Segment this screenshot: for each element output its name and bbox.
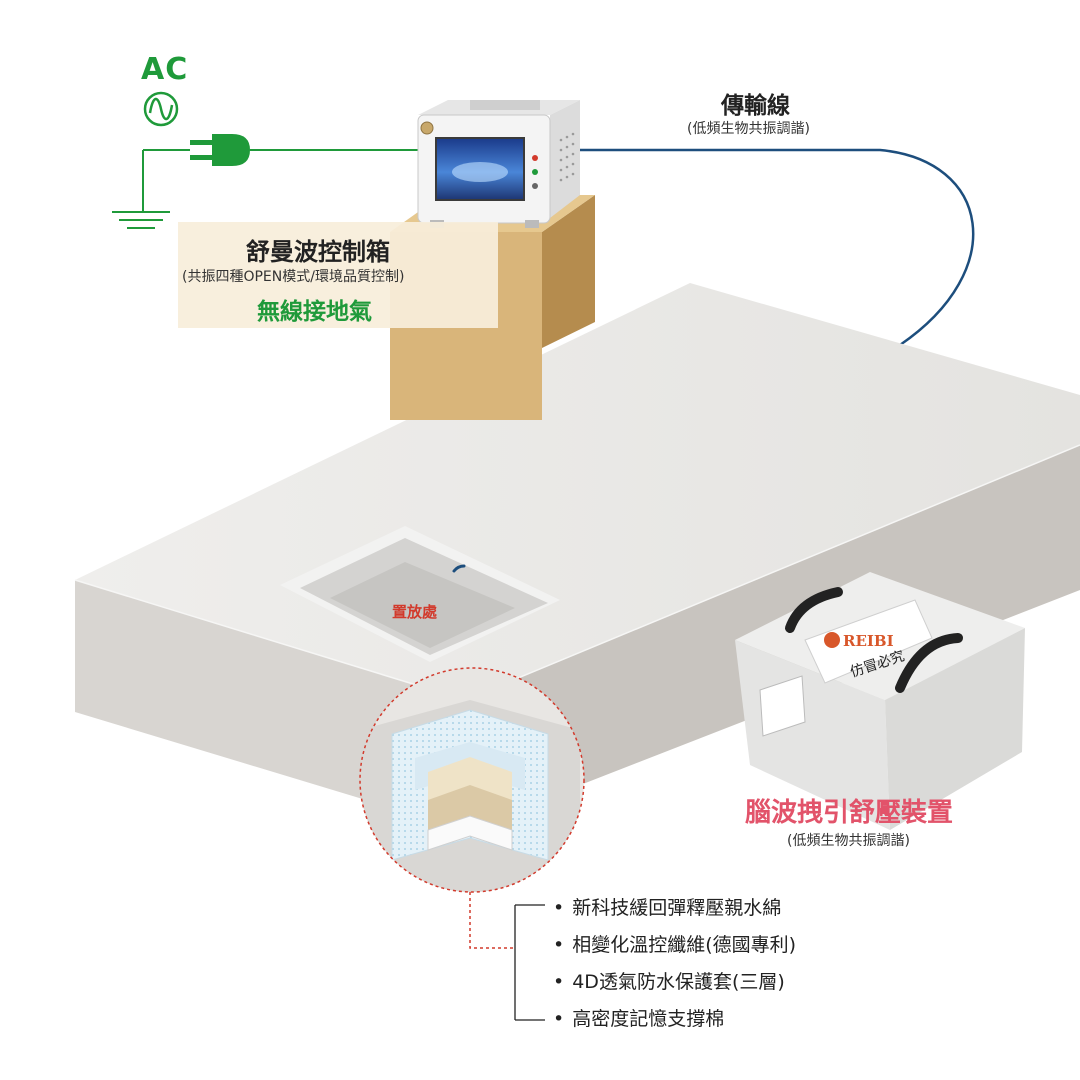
control-box-title: 舒曼波控制箱 — [246, 238, 390, 266]
device-subtitle: (低頻生物共振調諧) — [787, 833, 910, 849]
control-box-subtitle: (共振四種OPEN模式/環境品質控制) — [182, 269, 405, 285]
transmission-cable — [578, 148, 975, 347]
device-title: 腦波拽引舒壓裝置 — [745, 798, 954, 828]
stress-relief-device: REIBI 仿冒必究 — [735, 572, 1025, 830]
layer-item: 高密度記憶支撐棉 — [553, 1004, 796, 1041]
plug-icon — [190, 134, 250, 166]
layer-item: 4D透氣防水保護套(三層) — [553, 967, 796, 1004]
ground-icon — [112, 150, 170, 229]
callout-connector — [469, 892, 545, 1021]
layer-item: 相變化溫控纖維(德國專利) — [553, 930, 796, 967]
placement-recess — [280, 526, 560, 662]
layer-item: 新科技緩回彈釋壓親水綿 — [553, 893, 796, 930]
cable-title: 傳輸線 — [721, 93, 790, 119]
layer-list: 新科技緩回彈釋壓親水綿 相變化溫控纖維(德國專利) 4D透氣防水保護套(三層) … — [553, 893, 796, 1041]
control-box-highlight: 無線接地氣 — [257, 299, 372, 325]
cross-section — [359, 667, 585, 893]
control-box-label-panel — [178, 222, 498, 328]
device-brand-logo: REIBI — [843, 632, 894, 650]
placement-label: 置放處 — [392, 603, 438, 621]
ac-label: AC — [141, 52, 189, 87]
cable-subtitle: (低頻生物共振調諧) — [687, 121, 810, 137]
ac-wave-icon — [143, 91, 179, 127]
control-box — [417, 100, 580, 228]
